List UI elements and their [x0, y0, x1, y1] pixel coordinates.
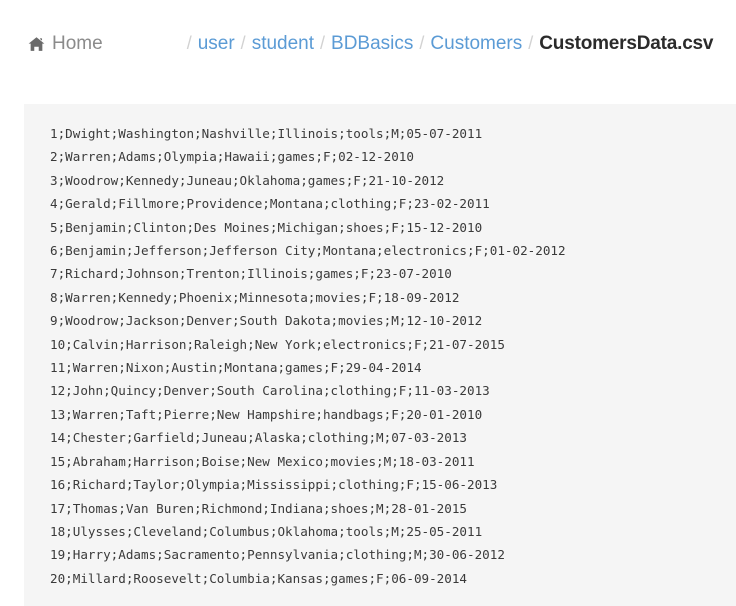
breadcrumb-separator: / — [320, 33, 326, 53]
breadcrumb-separator: / — [419, 33, 425, 53]
csv-line: 5;Benjamin;Clinton;Des Moines;Michigan;s… — [50, 219, 483, 235]
csv-line: 13;Warren;Taft;Pierre;New Hampshire;hand… — [50, 406, 483, 422]
csv-line: 18;Ulysses;Cleveland;Columbus;Oklahoma;t… — [50, 523, 483, 539]
csv-line: 6;Benjamin;Jefferson;Jefferson City;Mont… — [50, 243, 566, 259]
breadcrumb-item-bdbasics[interactable]: BDBasics — [331, 32, 414, 54]
breadcrumb-separator: / — [240, 33, 246, 53]
csv-line: 16;Richard;Taylor;Olympia;Mississippi;cl… — [50, 477, 498, 493]
csv-line: 4;Gerald;Fillmore;Providence;Montana;clo… — [50, 196, 490, 212]
csv-line: 19;Harry;Adams;Sacramento;Pennsylvania;c… — [50, 547, 505, 563]
breadcrumb-item-user[interactable]: user — [197, 32, 235, 54]
csv-line: 10;Calvin;Harrison;Raleigh;New York;elec… — [50, 336, 505, 352]
csv-line: 1;Dwight;Washington;Nashville;Illinois;t… — [50, 126, 483, 141]
csv-line: 2;Warren;Adams;Olympia;Hawaii;games;F;02… — [50, 149, 414, 165]
breadcrumb-home-link[interactable]: Home — [28, 34, 103, 53]
breadcrumb-home-label: Home — [52, 32, 103, 54]
csv-line: 7;Richard;Johnson;Trenton;Illinois;games… — [50, 266, 452, 282]
csv-line: 15;Abraham;Harrison;Boise;New Mexico;mov… — [50, 453, 475, 469]
csv-line: 14;Chester;Garfield;Juneau;Alaska;clothi… — [50, 430, 468, 446]
breadcrumb-path: /user/student/BDBasics/Customers/Custome… — [181, 34, 714, 53]
breadcrumb-separator: / — [528, 33, 534, 53]
breadcrumb-item-student[interactable]: student — [251, 32, 315, 54]
file-content-panel[interactable]: 1;Dwight;Washington;Nashville;Illinois;t… — [24, 104, 736, 606]
csv-line: 8;Warren;Kennedy;Phoenix;Minnesota;movie… — [50, 289, 460, 305]
csv-line: 17;Thomas;Van Buren;Richmond;Indiana;sho… — [50, 500, 468, 516]
csv-line: 12;John;Quincy;Denver;South Carolina;clo… — [50, 383, 490, 399]
breadcrumb-item-customersdata-csv: CustomersData.csv — [539, 32, 714, 54]
csv-line: 20;Millard;Roosevelt;Columbia;Kansas;gam… — [50, 570, 468, 586]
csv-line: 9;Woodrow;Jackson;Denver;South Dakota;mo… — [50, 313, 483, 329]
csv-file-content: 1;Dwight;Washington;Nashville;Illinois;t… — [24, 104, 736, 590]
csv-line: 3;Woodrow;Kennedy;Juneau;Oklahoma;games;… — [50, 172, 445, 188]
csv-line: 11;Warren;Nixon;Austin;Montana;games;F;2… — [50, 360, 422, 376]
breadcrumb-item-customers[interactable]: Customers — [430, 32, 523, 54]
breadcrumb: Home /user/student/BDBasics/Customers/Cu… — [0, 0, 736, 86]
home-icon — [28, 36, 45, 53]
breadcrumb-separator: / — [186, 33, 192, 53]
